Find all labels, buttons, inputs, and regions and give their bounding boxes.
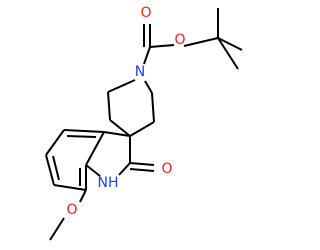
bond xyxy=(129,162,155,166)
bond xyxy=(52,155,60,181)
bond xyxy=(66,135,97,138)
bond xyxy=(217,37,239,70)
bond xyxy=(129,121,155,137)
bond xyxy=(129,168,155,172)
bond xyxy=(79,189,87,203)
bond xyxy=(45,129,65,156)
bond xyxy=(143,46,151,65)
bond xyxy=(49,217,65,241)
bond xyxy=(151,92,155,123)
molecule-diagram: N O O O NH O xyxy=(45,5,243,241)
bond xyxy=(144,80,153,94)
atom-o-ester-boc: O xyxy=(174,32,185,48)
bond xyxy=(183,37,219,47)
atom-n-piperidine: N xyxy=(135,64,145,80)
bond xyxy=(103,131,131,137)
structure-drawing: N O O O NH O xyxy=(45,5,243,241)
bond xyxy=(63,129,105,133)
bond xyxy=(107,91,111,121)
bond xyxy=(107,79,136,93)
bond xyxy=(85,164,101,177)
bond xyxy=(53,184,87,191)
atom-o-lactam: O xyxy=(161,161,172,177)
bond xyxy=(149,44,175,48)
atom-o-carbonyl-boc: O xyxy=(140,5,151,21)
atom-nh-lactam: NH xyxy=(98,175,119,191)
bond xyxy=(118,162,131,176)
bond xyxy=(85,131,105,166)
atom-o-methoxy: O xyxy=(66,202,77,218)
bond xyxy=(109,119,131,137)
bond xyxy=(45,154,55,186)
bond xyxy=(217,37,243,51)
